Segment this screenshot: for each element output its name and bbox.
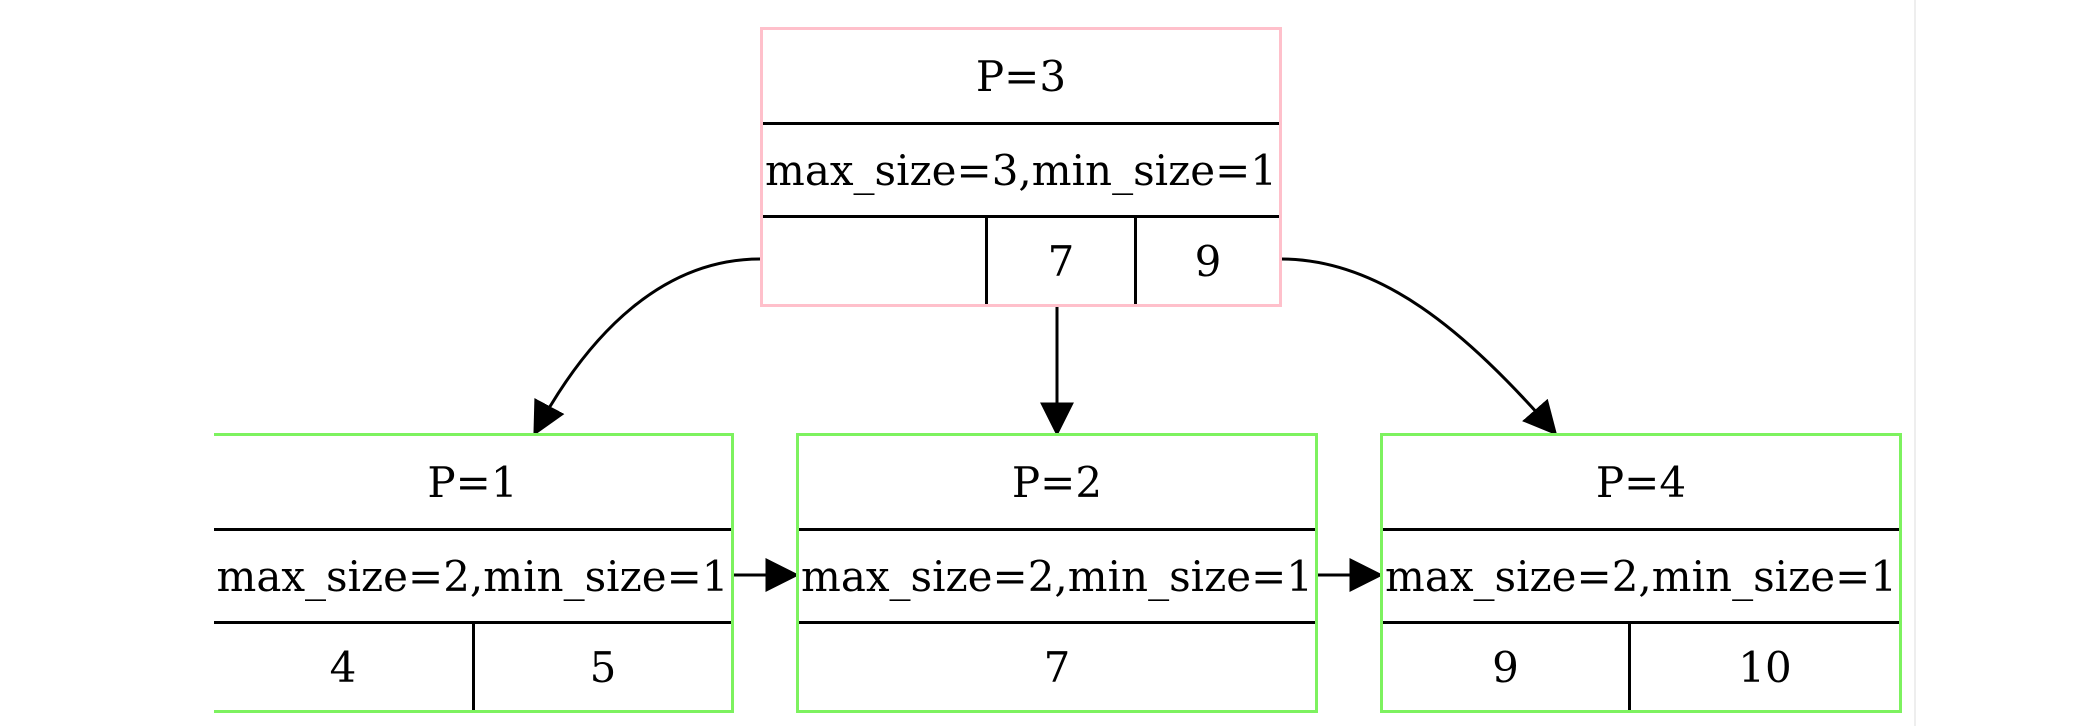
node-title: P=2	[1011, 457, 1103, 507]
leaf-node-p1: P=1 max_size=2,min_size=1 4 5	[214, 433, 734, 713]
node-info: max_size=2,min_size=1	[214, 528, 731, 621]
node-title: P=4	[1595, 457, 1687, 507]
node-title: P=1	[427, 457, 518, 507]
edge-root-to-p1	[533, 257, 761, 436]
node-title: P=3	[975, 51, 1067, 101]
key-cell-empty	[763, 218, 985, 304]
key-cell: 7	[1043, 642, 1071, 692]
panel-divider	[1914, 0, 1916, 726]
key-row: 7	[799, 621, 1315, 710]
root-node: P=3 max_size=3,min_size=1 7 9	[760, 27, 1282, 307]
leaf-node-p2: P=2 max_size=2,min_size=1 7	[796, 433, 1318, 713]
key-row: 4 5	[214, 621, 731, 710]
key-row: 7 9	[763, 215, 1279, 304]
node-info: max_size=3,min_size=1	[763, 122, 1279, 215]
key-cell: 5	[472, 624, 731, 710]
node-info: max_size=2,min_size=1	[1383, 528, 1899, 621]
key-cell: 9	[1492, 642, 1519, 692]
key-cell: 4	[329, 642, 357, 692]
leaf-node-p4: P=4 max_size=2,min_size=1 9 10	[1380, 433, 1902, 713]
node-info: max_size=2,min_size=1	[799, 528, 1315, 621]
edge-root-to-p4	[1280, 257, 1558, 436]
key-cell: 9	[1134, 218, 1279, 304]
key-cell: 7	[985, 218, 1134, 304]
key-cell: 10	[1628, 624, 1899, 710]
key-row: 9 10	[1383, 621, 1899, 710]
